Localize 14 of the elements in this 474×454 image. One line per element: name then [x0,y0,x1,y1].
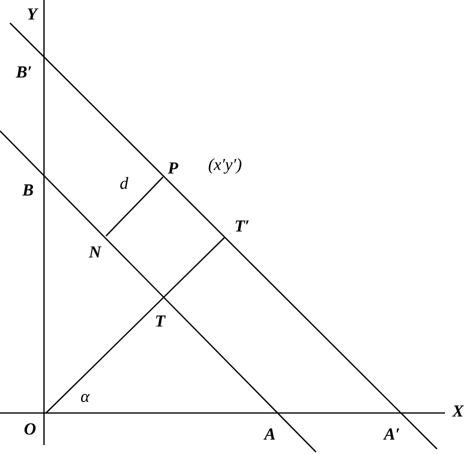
point-label: X [452,405,464,417]
point-label: A [263,428,275,440]
point-label: Y [28,8,38,20]
point-label: P [168,162,178,174]
point-label: B [22,184,34,196]
point-label: α [81,394,90,402]
point-label: O [24,423,36,435]
point-label: A′ [383,428,400,440]
point-label: d [120,177,128,189]
point-label: T′ [236,220,249,232]
point-label: N [88,246,102,258]
point-label: T [156,315,166,327]
point-label: B′ [16,66,32,78]
point-label: (x′y′) [208,158,242,174]
